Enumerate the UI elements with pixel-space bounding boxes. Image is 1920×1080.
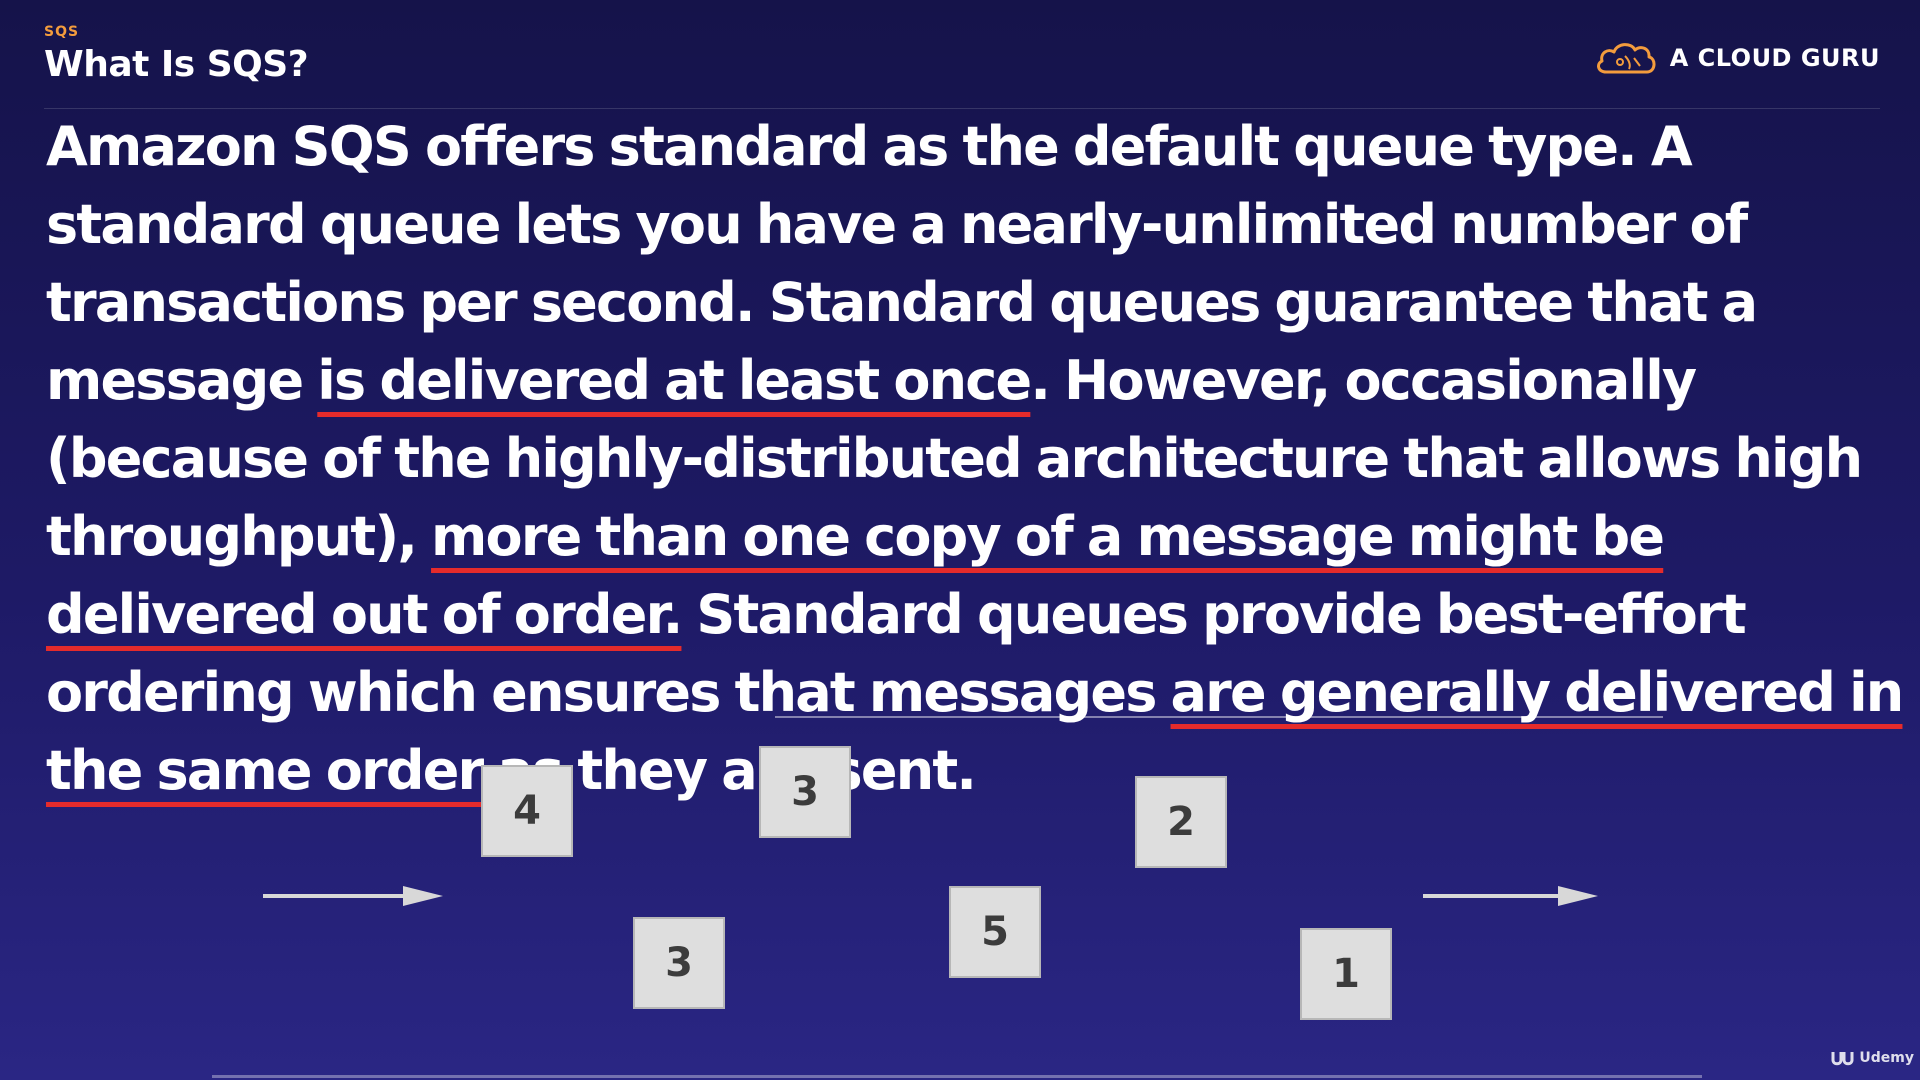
slide-header: SQS What Is SQS? A CLOUD GURU — [44, 20, 1880, 109]
text-run: Standard queues provide best-effort orde… — [46, 583, 1747, 724]
arrow-right-icon — [1423, 886, 1598, 906]
highlighted-phrase: is delivered at least once — [317, 349, 1032, 412]
cloud-logo-icon — [1596, 43, 1656, 74]
udemy-watermark: Udemy — [1829, 1048, 1914, 1068]
message-box: 5 — [949, 886, 1041, 978]
bottom-divider — [212, 1075, 1702, 1078]
highlighted-phrase: are generally delivered in the same orde… — [46, 661, 1904, 802]
message-box: 2 — [1135, 776, 1227, 868]
message-box: 3 — [759, 746, 851, 838]
message-box: 3 — [633, 917, 725, 1009]
udemy-logo-icon — [1831, 1052, 1854, 1066]
message-box: 4 — [481, 765, 573, 857]
body-paragraph: Amazon SQS offers standard as the defaul… — [46, 108, 1916, 810]
page-title: What Is SQS? — [44, 44, 309, 85]
text-run: as they are sent. — [482, 739, 977, 802]
brand: A CLOUD GURU — [1594, 38, 1880, 78]
brand-name: A CLOUD GURU — [1669, 44, 1880, 72]
text-run: . However, occasionally (because of the … — [46, 349, 1863, 568]
message-box: 1 — [1300, 928, 1392, 1020]
highlighted-phrase: more than one copy of a message might be… — [46, 505, 1665, 646]
arrow-right-icon — [263, 886, 443, 906]
section-label: SQS — [44, 24, 80, 40]
udemy-label: Udemy — [1859, 1050, 1914, 1066]
divider-line — [775, 716, 1663, 718]
text-run: Amazon SQS offers standard as the defaul… — [46, 115, 1758, 412]
